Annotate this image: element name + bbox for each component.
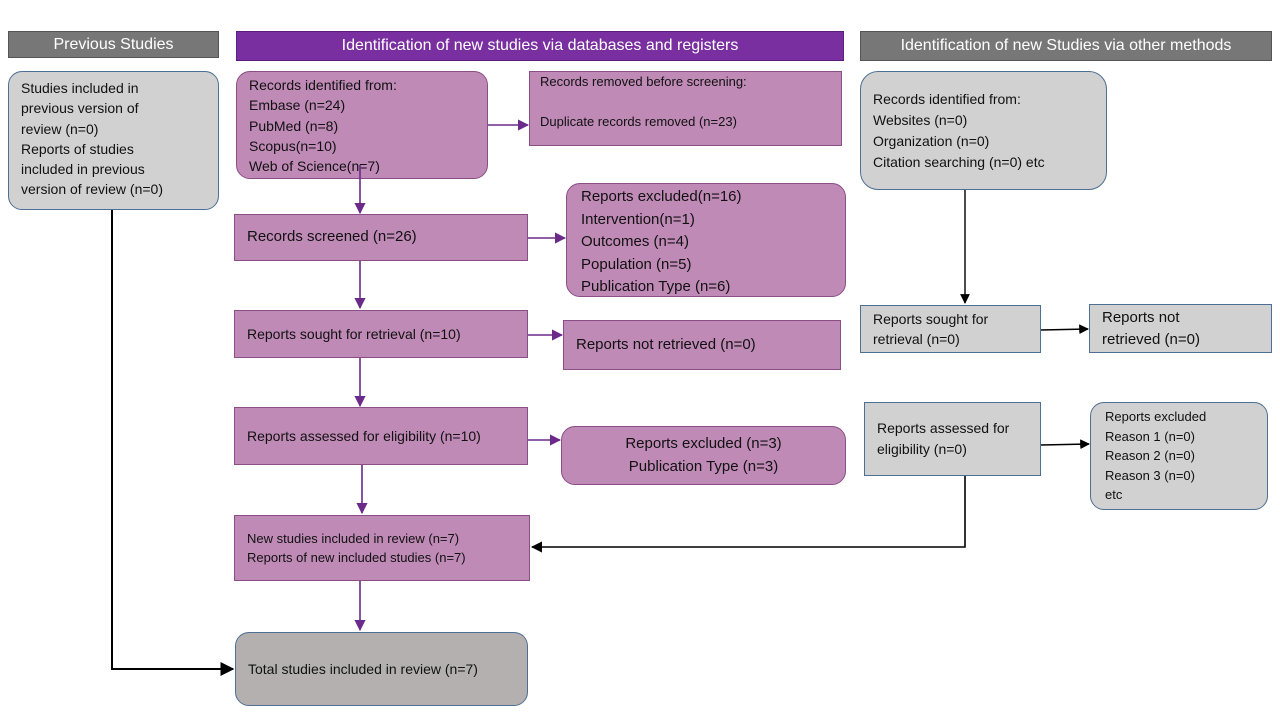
excluded-elig-line: Publication Type (n=3): [628, 457, 779, 475]
new-studies-included-box: New studies included in review (n=7) Rep…: [234, 515, 530, 581]
other-sought-line: Reports sought for: [873, 310, 989, 327]
screened-label: Records screened (n=26): [247, 228, 417, 246]
other-excluded-line: Reason 1 (n=0): [1105, 428, 1195, 444]
other-identified-line: Records identified from:: [873, 90, 1021, 107]
other-reports-assessed-box: Reports assessed for eligibility (n=0): [864, 402, 1041, 476]
previous-studies-box: Studies included in previous version of …: [8, 71, 219, 210]
identified-line: Web of Science(n=7): [249, 158, 380, 175]
header-other-methods: Identification of new Studies via other …: [860, 31, 1272, 61]
excluded-screen-line: Outcomes (n=4): [581, 233, 689, 250]
arrow-other-assessed-to-excluded: [1040, 439, 1090, 450]
other-identified-line: Websites (n=0): [873, 111, 968, 128]
other-excluded-line: Reason 2 (n=0): [1105, 448, 1195, 464]
reports-assessed-box: Reports assessed for eligibility (n=10): [234, 407, 528, 465]
other-assessed-line: eligibility (n=0): [877, 441, 967, 457]
identified-line: Records identified from:: [249, 77, 397, 93]
records-identified-box: Records identified from: Embase (n=24) P…: [236, 71, 488, 179]
total-label: Total studies included in review (n=7): [248, 660, 478, 677]
reports-not-retrieved-box: Reports not retrieved (n=0): [563, 320, 841, 370]
excluded-screen-line: Population (n=5): [581, 255, 692, 273]
other-excluded-line: etc: [1105, 487, 1123, 503]
other-not-retrieved-line: retrieved (n=0): [1102, 330, 1200, 348]
other-records-identified-box: Records identified from: Websites (n=0) …: [860, 71, 1107, 190]
assessed-label: Reports assessed for eligibility (n=10): [247, 427, 481, 444]
arrow-other-assessed-to-included: [530, 476, 966, 553]
excluded-screen-line: Intervention(n=1): [581, 210, 695, 228]
excluded-screen-line: Publication Type (n=6): [581, 278, 731, 295]
identified-line: Embase (n=24): [249, 97, 346, 114]
other-sought-line: retrieval (n=0): [873, 331, 960, 347]
previous-line: Reports of studies: [21, 140, 134, 157]
previous-line: version of review (n=0): [21, 181, 164, 198]
other-excluded-line: Reports excluded: [1105, 409, 1207, 425]
records-screened-box: Records screened (n=26): [234, 214, 528, 261]
excluded-elig-line: Reports excluded (n=3): [625, 435, 782, 452]
previous-line: Studies included in: [21, 80, 139, 96]
identified-line: PubMed (n=8): [249, 117, 339, 134]
other-identified-line: Citation searching (n=0) etc: [873, 153, 1045, 170]
previous-line: included in previous: [21, 161, 145, 178]
removed-line: Duplicate records removed (n=23): [540, 114, 737, 130]
included-line: Reports of new included studies (n=7): [247, 550, 466, 565]
reports-excluded-screening-box: Reports excluded(n=16) Intervention(n=1)…: [566, 183, 846, 297]
header-previous-studies: Previous Studies: [8, 31, 219, 58]
reports-sought-box: Reports sought for retrieval (n=10): [234, 310, 528, 358]
total-studies-box: Total studies included in review (n=7): [235, 632, 528, 706]
included-line: New studies included in review (n=7): [247, 530, 460, 546]
arrow-other-sought-to-not-retrieved: [1040, 324, 1089, 335]
sought-label: Reports sought for retrieval (n=10): [247, 325, 461, 342]
other-reports-not-retrieved-box: Reports not retrieved (n=0): [1089, 304, 1272, 353]
other-reports-sought-box: Reports sought for retrieval (n=0): [860, 305, 1041, 353]
previous-line: previous version of: [21, 100, 139, 117]
arrow-previous-to-total: [111, 210, 235, 676]
other-not-retrieved-line: Reports not: [1102, 308, 1180, 326]
excluded-screen-line: Reports excluded(n=16): [581, 188, 742, 205]
other-identified-line: Organization (n=0): [873, 132, 990, 149]
other-assessed-line: Reports assessed for: [877, 420, 1010, 436]
previous-line: review (n=0): [21, 120, 99, 137]
identified-line: Scopus(n=10): [249, 137, 337, 154]
reports-excluded-eligibility-box: Reports excluded (n=3) Publication Type …: [561, 426, 846, 485]
not-retrieved-label: Reports not retrieved (n=0): [576, 335, 756, 353]
header-databases-registers: Identification of new studies via databa…: [236, 31, 844, 61]
records-removed-box: Records removed before screening: Duplic…: [529, 71, 842, 146]
other-reports-excluded-box: Reports excluded Reason 1 (n=0) Reason 2…: [1090, 402, 1268, 510]
other-excluded-line: Reason 3 (n=0): [1105, 467, 1195, 483]
removed-line: Records removed before screening:: [540, 74, 747, 89]
